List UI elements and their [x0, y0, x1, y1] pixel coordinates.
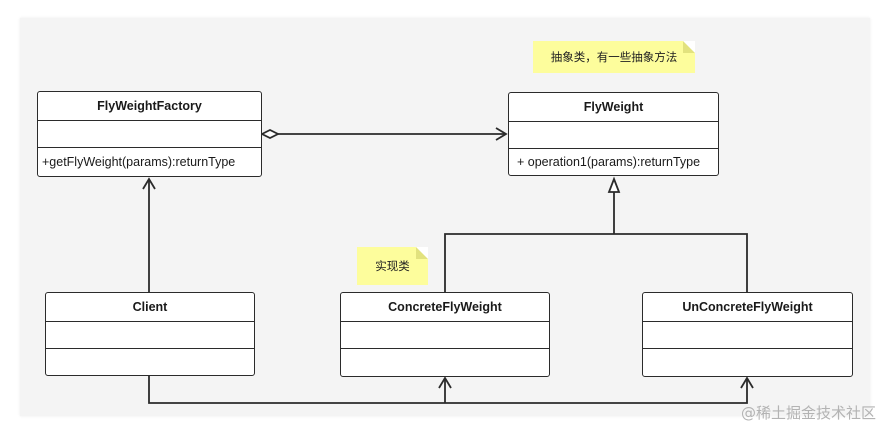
class-name: FlyWeight [583, 100, 644, 114]
methods-section [46, 348, 254, 375]
class-name: UnConcreteFlyWeight [682, 300, 813, 314]
method-label: + operation1(params):returnType [517, 155, 701, 169]
unconcrete-generalization-line [614, 233, 748, 292]
attributes-section [38, 120, 261, 147]
aggregation-arrowhead [495, 127, 508, 141]
note-abstract-class[interactable]: 抽象类，有一些抽象方法 [533, 41, 695, 73]
watermark: @稀土掘金技术社区 [740, 404, 876, 422]
class-client[interactable]: Client [45, 292, 255, 376]
attributes-section [643, 321, 852, 348]
client-to-factory-arrowhead [142, 177, 156, 190]
class-name: Client [132, 300, 168, 314]
note-text: 实现类 [375, 259, 410, 273]
class-flyweight[interactable]: FlyWeight + operation1(params):returnTyp… [508, 92, 719, 176]
class-concrete-flyweight[interactable]: ConcreteFlyWeight [340, 292, 550, 377]
class-name: FlyWeightFactory [97, 99, 202, 113]
methods-section: + operation1(params):returnType [509, 148, 718, 175]
note-text: 抽象类，有一些抽象方法 [550, 50, 678, 64]
class-flyweight-factory[interactable]: FlyWeightFactory +getFlyWeight(params):r… [37, 91, 262, 177]
aggregation-diamond [259, 128, 281, 140]
attributes-section [341, 321, 549, 348]
to-concrete-arrowhead [438, 376, 452, 389]
attributes-section [46, 321, 254, 348]
client-bottom-line [148, 376, 748, 404]
methods-section [341, 348, 549, 376]
method-label: +getFlyWeight(params):returnType [42, 155, 236, 169]
to-unconcrete-arrowhead [740, 376, 754, 389]
note-fold-corner [416, 247, 428, 259]
methods-section [643, 348, 852, 376]
class-unconcrete-flyweight[interactable]: UnConcreteFlyWeight [642, 292, 853, 377]
note-fold-corner [683, 41, 695, 53]
class-name: ConcreteFlyWeight [388, 300, 502, 314]
note-concrete-class[interactable]: 实现类 [357, 247, 428, 285]
generalization-triangle [607, 176, 621, 193]
attributes-section [509, 121, 718, 148]
concrete-generalization-line [444, 233, 614, 292]
methods-section: +getFlyWeight(params):returnType [38, 147, 261, 176]
